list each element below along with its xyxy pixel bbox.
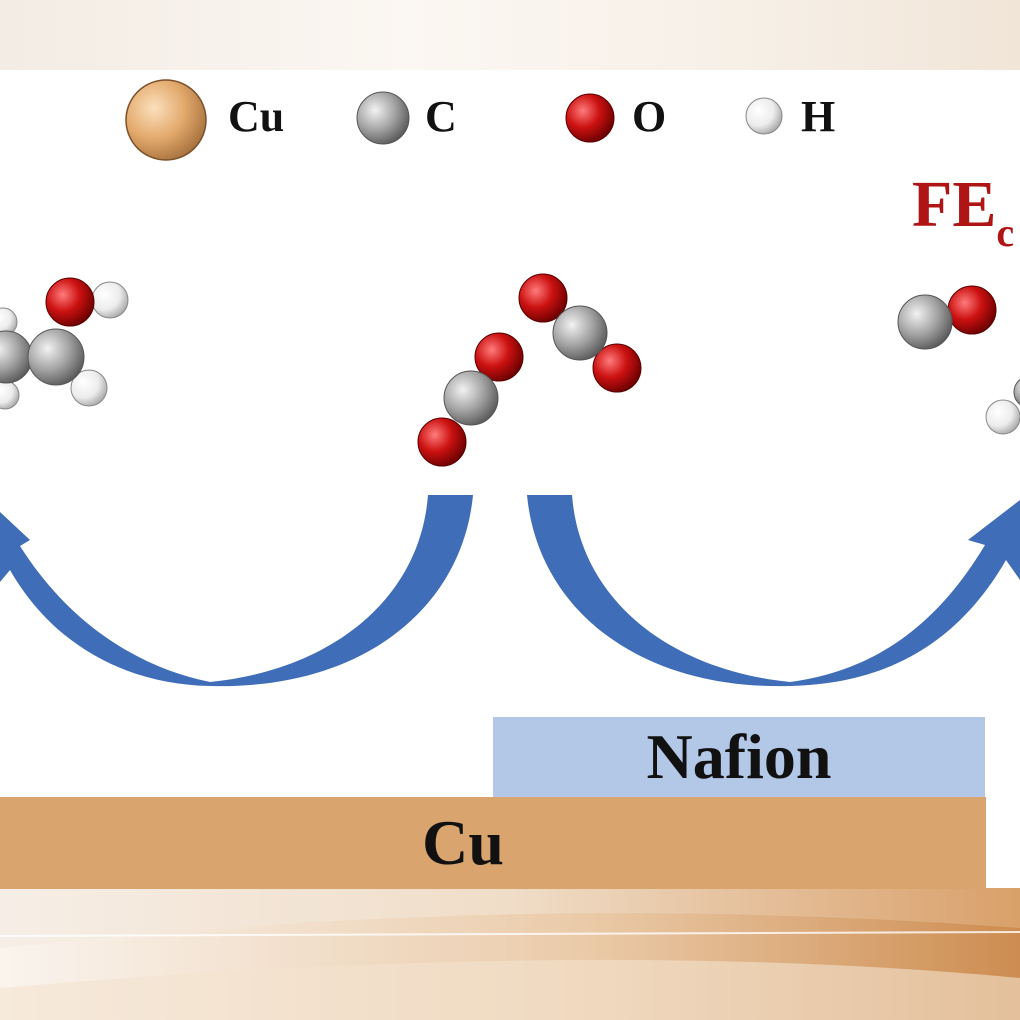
fe-text: FE <box>912 168 997 241</box>
header-band <box>0 0 1020 70</box>
arrow-left-curve <box>0 495 473 687</box>
ethanol-molecule <box>0 277 129 410</box>
legend-label-h: H <box>801 92 836 141</box>
legend-copper-atom <box>125 79 207 161</box>
co2-molecule-1 <box>417 332 524 467</box>
product-molecule <box>985 378 1020 435</box>
arrow-right-curve <box>527 495 1020 687</box>
copper-substrate-label: Cu <box>422 807 504 878</box>
legend-label-c: C <box>425 92 457 141</box>
co2-molecule-2 <box>518 273 642 393</box>
legend-label-o: O <box>632 92 667 141</box>
co-molecule <box>897 285 997 350</box>
legend-hydrogen-atom <box>745 97 783 135</box>
fe-subscript-glyph: c <box>996 210 1015 255</box>
nafion-label: Nafion <box>646 721 832 792</box>
legend-carbon-atom <box>356 91 410 145</box>
copper-substrate: Cu <box>0 797 986 889</box>
legend-oxygen-atom <box>565 93 615 143</box>
legend-label-cu: Cu <box>228 92 285 141</box>
footer-band <box>0 888 1020 1020</box>
faradaic-efficiency-label: FEc <box>912 168 1014 270</box>
nafion-layer: Nafion <box>493 717 985 797</box>
